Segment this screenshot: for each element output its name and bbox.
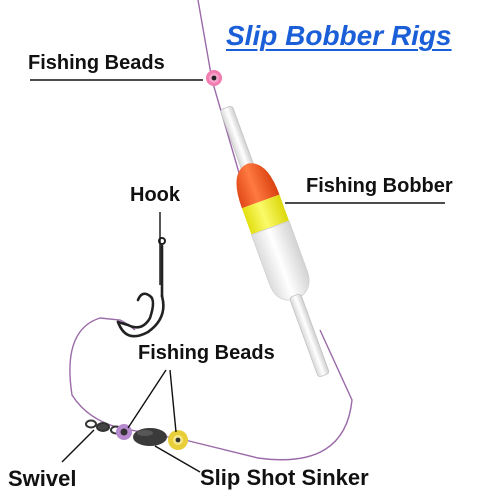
label-slip-shot-sinker: Slip Shot Sinker (200, 465, 369, 490)
label-swivel: Swivel (8, 466, 77, 491)
page-title: Slip Bobber Rigs (226, 20, 452, 51)
swivel-shape (85, 419, 122, 435)
pointer-beads-right (169, 369, 177, 433)
pointer-sinker (154, 445, 201, 473)
bobber (220, 105, 330, 377)
label-fishing-bobber: Fishing Bobber (306, 175, 453, 197)
label-fishing-beads-bottom: Fishing Beads (138, 342, 275, 364)
hook-shape (116, 244, 165, 338)
hook-eye (158, 237, 166, 245)
pointer-swivel (61, 429, 95, 463)
label-hook: Hook (130, 184, 180, 206)
yellow-bead (168, 430, 188, 450)
top-bead (206, 70, 222, 86)
label-fishing-beads-top: Fishing Beads (28, 52, 165, 74)
sinker-shape (133, 428, 167, 446)
pointer-beads-left (127, 369, 167, 429)
